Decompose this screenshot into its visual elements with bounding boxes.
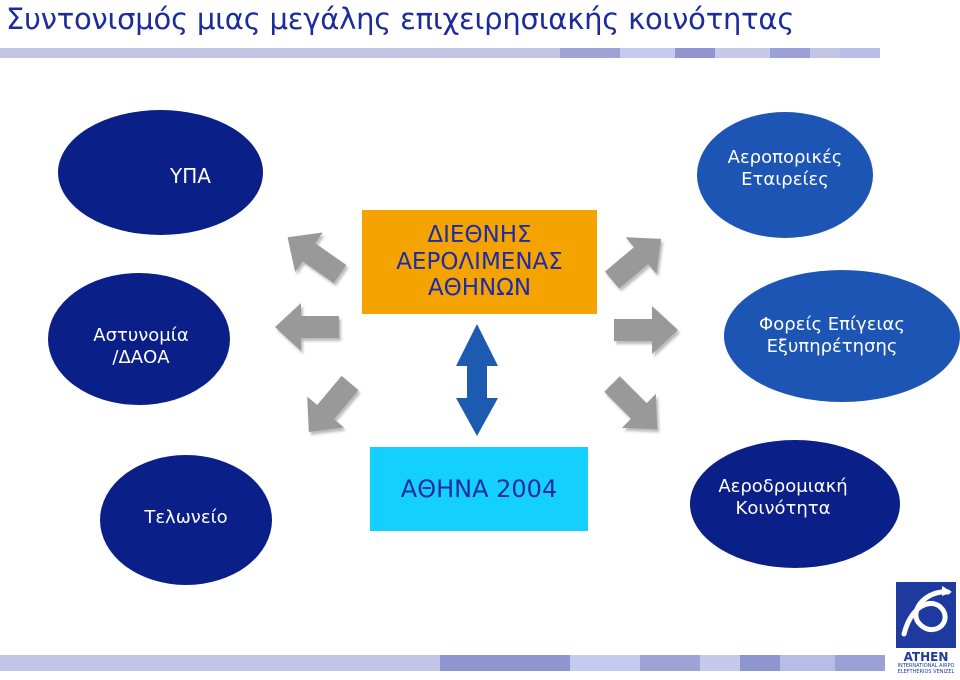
node-customs: Τελωνείο [100, 455, 272, 585]
node-airport-community: Αεροδρομιακή Κοινότητα [690, 440, 900, 568]
arrow-to-airport-community [595, 367, 675, 447]
community-line-1: Αεροδρομιακή [718, 475, 848, 497]
ground-line-2: Εξυπηρέτησης [766, 336, 898, 357]
customs-label: Τελωνείο [144, 506, 228, 528]
logo-subtitle: INTERNATIONAL AIRPO ELEFTHERIOS VENIZEL [896, 663, 956, 675]
logo-name: ATHEN [903, 650, 949, 664]
community-line-2: Κοινότητα [735, 498, 831, 519]
arrow-to-police [275, 303, 339, 351]
node-police: Αστυνομία /ΔΑΟΑ [48, 273, 230, 405]
athens-2004-box: ΑΘΗΝΑ 2004 [370, 447, 588, 531]
arrow-to-ypa [273, 217, 354, 294]
ground-line-1: Φορείς Επίγειας [759, 313, 905, 335]
center-line-3: ΑΘΗΝΩΝ [427, 275, 532, 302]
police-line-2: /ΔΑΟΑ [112, 347, 170, 368]
page-title: Συντονισμός μιας μεγάλης επιχειρησιακής … [6, 2, 795, 36]
node-ypa: ΥΠΑ [58, 110, 263, 235]
node-airlines: Αεροπορικές Εταιρείες [697, 112, 873, 238]
logo-emblem-icon [896, 582, 956, 648]
logo-subtitle-line-2: ELEFTHERIOS VENIZEL [897, 668, 955, 675]
athens-airport-logo: ATHEN INTERNATIONAL AIRPO ELEFTHERIOS VE… [896, 582, 956, 678]
arrow-to-airlines [596, 220, 677, 299]
center-box-athens-airport: ΔΙΕΘΝΗΣ ΑΕΡΟΛΙΜΕΝΑΣ ΑΘΗΝΩΝ [362, 210, 597, 314]
center-line-1: ΔΙΕΘΝΗΣ [427, 222, 532, 249]
ypa-label: ΥΠΑ [170, 164, 211, 188]
police-line-1: Αστυνομία [93, 324, 189, 346]
bottom-decorative-bar [0, 655, 885, 671]
double-arrow [456, 324, 498, 436]
arrow-to-ground-handling [614, 306, 678, 354]
logo-subtitle-line-1: INTERNATIONAL AIRPO [897, 663, 955, 669]
center-line-2: ΑΕΡΟΛΙΜΕΝΑΣ [396, 248, 563, 275]
athens-2004-label: ΑΘΗΝΑ 2004 [400, 475, 558, 503]
node-ground-handling: Φορείς Επίγειας Εξυπηρέτησης [724, 270, 960, 402]
airlines-line-1: Αεροπορικές [727, 146, 843, 168]
airlines-line-2: Εταιρείες [741, 169, 829, 190]
top-decorative-bar [0, 48, 880, 58]
arrow-to-customs [290, 367, 369, 448]
